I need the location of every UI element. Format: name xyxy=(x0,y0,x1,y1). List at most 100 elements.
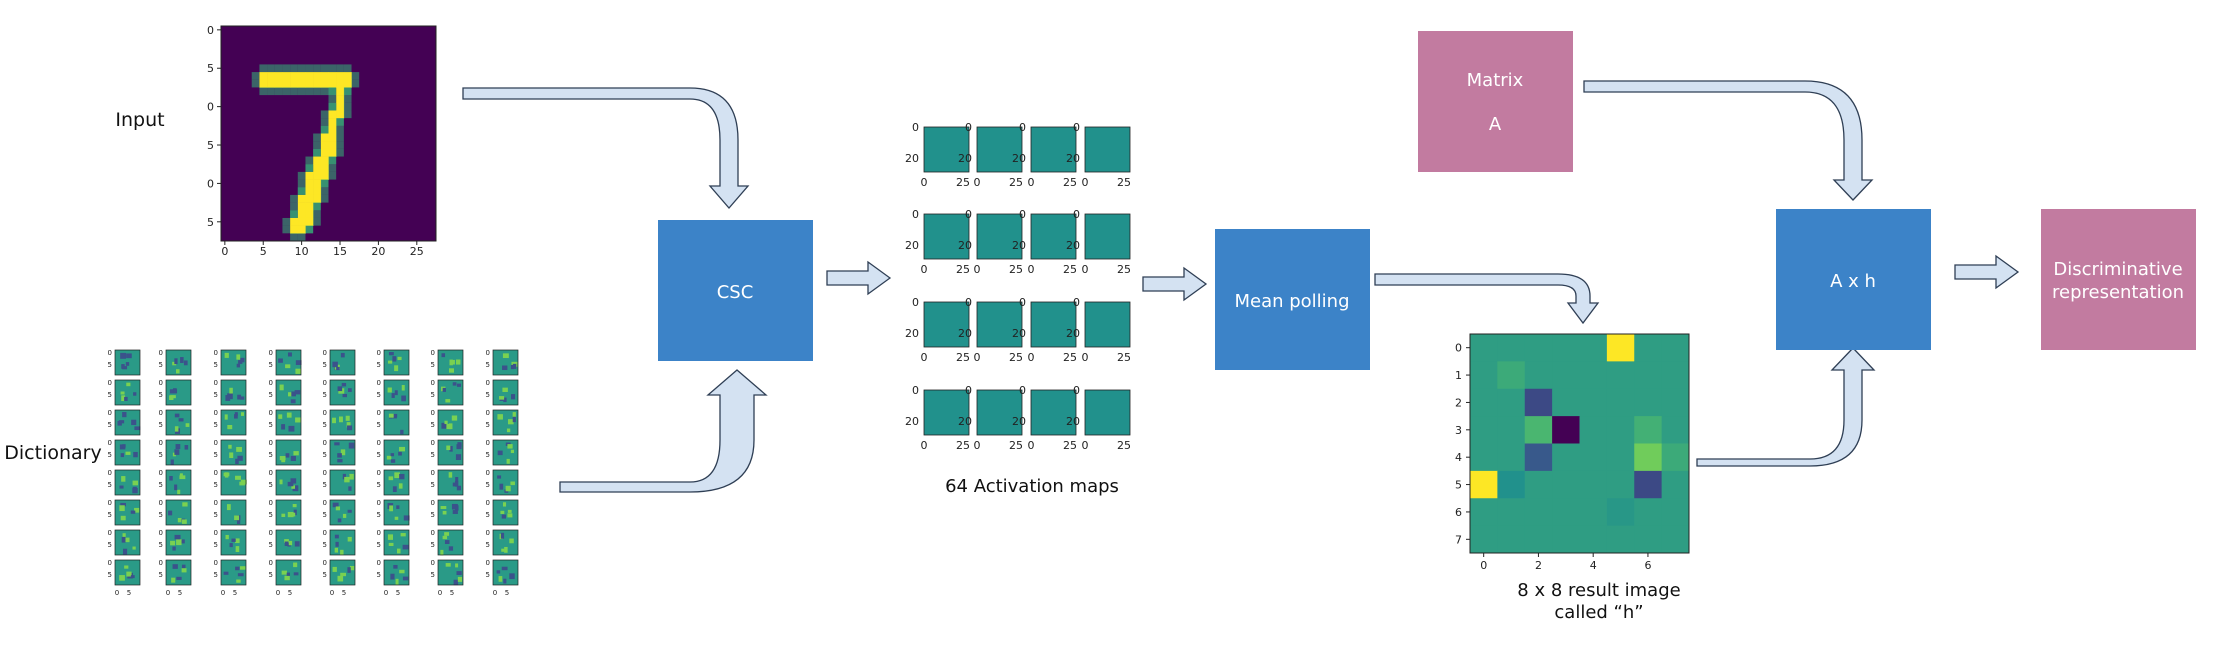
activation-x-tick-label: 0 xyxy=(1082,176,1089,189)
dictionary-atom-pattern xyxy=(170,540,176,546)
dictionary-y-tick-label: 0 xyxy=(159,379,163,387)
dictionary-atom: 05 xyxy=(214,529,247,556)
dictionary-y-tick-label: 5 xyxy=(431,481,435,489)
dictionary-atom-frame xyxy=(114,469,141,496)
digit-pixel xyxy=(320,164,329,173)
digit-pixel xyxy=(297,79,306,88)
activation-map-background xyxy=(977,302,1022,347)
h-cell xyxy=(1497,443,1526,472)
dictionary-y-tick-label: 0 xyxy=(269,469,273,477)
h-cell xyxy=(1661,470,1690,499)
dictionary-atom-pattern xyxy=(124,565,129,569)
dictionary-atom-frame xyxy=(492,379,519,406)
dictionary-atom: 05 xyxy=(214,499,247,526)
dictionary-atom-frame xyxy=(437,439,464,466)
dictionary-y-tick-label: 5 xyxy=(377,361,381,369)
dictionary-y-tick-label: 0 xyxy=(108,409,112,417)
right-arrow-icon xyxy=(1954,254,2020,290)
h-cell xyxy=(1524,388,1553,417)
activation-y-tick-label: 0 xyxy=(912,296,919,309)
dictionary-atom: 05 xyxy=(108,469,141,496)
dictionary-atom-pattern xyxy=(507,444,513,449)
dictionary-atom-pattern xyxy=(390,459,396,463)
dictionary-atom-pattern xyxy=(180,357,184,364)
digit-edge-pixel xyxy=(351,79,360,88)
digit-edge-pixel xyxy=(267,87,275,96)
digit-pixel xyxy=(328,110,337,119)
dictionary-atom-pattern xyxy=(335,506,341,511)
curved-arrow-icon xyxy=(1696,347,1876,467)
h-cell xyxy=(1552,443,1580,472)
dictionary-atom-background xyxy=(384,350,409,375)
dictionary-atom-pattern xyxy=(451,415,458,421)
dictionary-atom-pattern xyxy=(509,538,514,544)
dictionary-atom-background xyxy=(221,380,246,405)
dictionary-atom-pattern xyxy=(126,382,131,387)
dictionary-atom-pattern xyxy=(124,396,128,401)
dictionary-y-tick-label: 5 xyxy=(377,451,381,459)
dictionary-y-tick-label: 0 xyxy=(431,349,435,357)
matrix-a-line1: Matrix xyxy=(1467,70,1524,91)
dictionary-atom-pattern xyxy=(510,449,515,454)
h-cell xyxy=(1524,498,1553,527)
dictionary-y-tick-label: 0 xyxy=(486,379,490,387)
h-cell xyxy=(1661,388,1690,417)
dictionary-y-tick-label: 0 xyxy=(377,349,381,357)
digit-pixel xyxy=(290,72,299,81)
h-cell xyxy=(1634,388,1663,417)
dictionary-y-tick-label: 0 xyxy=(214,469,218,477)
digit-pixel xyxy=(328,125,337,134)
dictionary-atom: 05 xyxy=(214,349,247,376)
h-cell xyxy=(1661,416,1690,444)
result-caption-line2: called “h” xyxy=(1554,602,1643,623)
activation-map-background xyxy=(1031,302,1076,347)
input-y-tick-label: 5 xyxy=(207,216,214,229)
dictionary-atom-pattern xyxy=(450,359,455,365)
dictionary-atom-pattern xyxy=(293,572,299,576)
activation-x-tick-label: 25 xyxy=(1063,263,1077,276)
dictionary-atom-pattern xyxy=(332,566,337,572)
dictionary-atom-pattern xyxy=(133,451,138,458)
digit-pixel xyxy=(328,141,337,150)
dictionary-atom-pattern xyxy=(506,458,510,464)
dictionary-y-tick-label: 5 xyxy=(159,451,163,459)
mean-polling-box xyxy=(1215,229,1370,370)
activation-x-tick-label: 0 xyxy=(1028,351,1035,364)
activation-x-tick-label: 25 xyxy=(956,351,970,364)
dictionary-atom-pattern xyxy=(170,395,176,399)
dictionary-atom: 05 xyxy=(214,469,247,496)
dictionary-y-tick-label: 0 xyxy=(486,499,490,507)
dictionary-atom-pattern xyxy=(290,478,297,484)
h-cell xyxy=(1497,334,1526,362)
activation-x-tick-label: 25 xyxy=(1009,351,1023,364)
dictionary-atom: 05 xyxy=(323,469,356,496)
dictionary-atom-pattern xyxy=(286,412,292,418)
dictionary-atom-frame xyxy=(329,499,356,526)
dictionary-atom-pattern xyxy=(291,512,296,517)
dictionary-atom: 05 xyxy=(108,529,141,556)
dictionary-y-tick-label: 5 xyxy=(431,421,435,429)
csc-box xyxy=(658,220,813,361)
digit-edge-pixel xyxy=(328,64,337,73)
h-cell xyxy=(1497,361,1526,390)
dictionary-atom-pattern xyxy=(120,352,126,359)
dictionary-y-tick-label: 5 xyxy=(323,421,327,429)
dictionary-atom-pattern xyxy=(119,575,125,581)
activation-y-tick-label: 20 xyxy=(1012,415,1026,428)
dictionary-atom-pattern xyxy=(169,475,173,481)
dictionary-atom-background xyxy=(221,440,246,465)
discriminative-line2: representation xyxy=(2052,282,2184,303)
digit-edge-pixel xyxy=(328,102,337,111)
dictionary-atom: 05 xyxy=(108,379,141,406)
dictionary-atom-pattern xyxy=(457,576,463,582)
activation-x-tick-label: 25 xyxy=(1009,176,1023,189)
dictionary-atom-pattern xyxy=(132,488,138,494)
dictionary-atom-pattern xyxy=(347,388,352,392)
dictionary-atom-pattern xyxy=(227,425,233,430)
digit-edge-pixel xyxy=(320,64,329,73)
